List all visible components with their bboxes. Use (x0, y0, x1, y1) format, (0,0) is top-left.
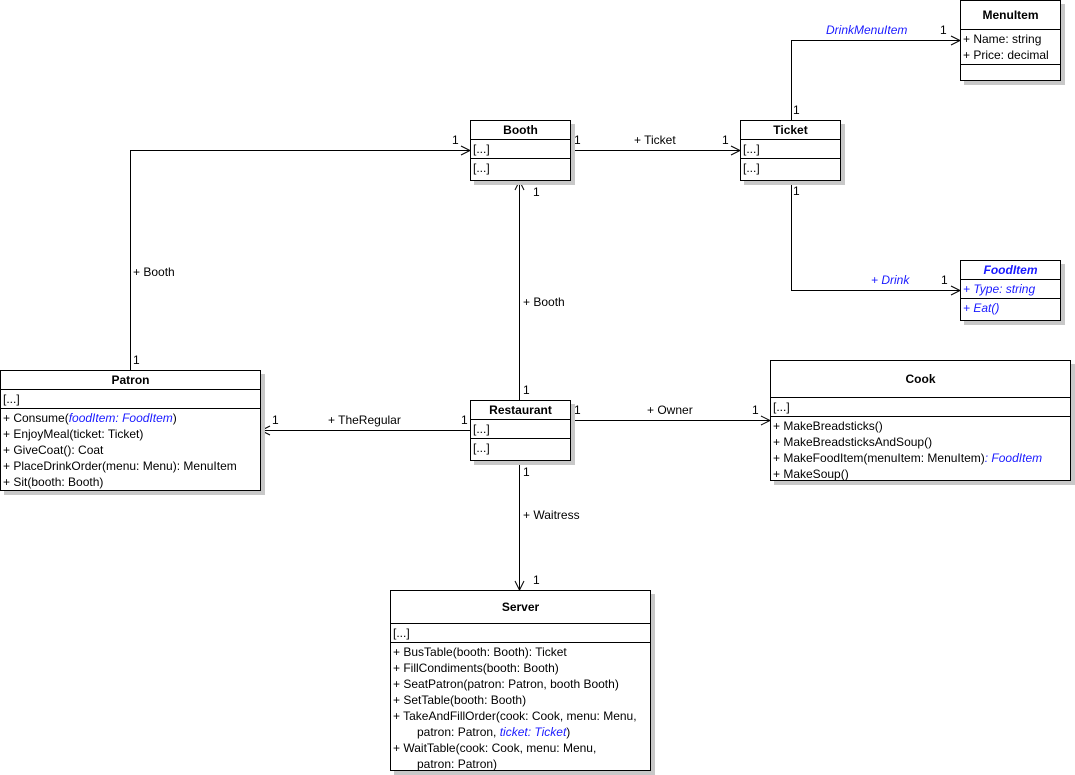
operations-section: [...] (471, 159, 570, 177)
attribute: [...] (3, 392, 20, 406)
operation: + MakeSoup() (773, 467, 849, 481)
attribute: + Name: string (963, 32, 1042, 46)
role-label: + Ticket (634, 133, 676, 147)
attributes-section: [...] (471, 420, 570, 439)
assoc-ticket-menuitem-line[interactable] (791, 40, 961, 121)
attributes-section: [...] (771, 398, 1070, 417)
attributes-section: [...] (391, 624, 650, 643)
operations-section: + Consume(foodItem: FoodItem) + EnjoyMea… (1, 409, 260, 491)
operation: [...] (473, 161, 490, 175)
attribute: [...] (473, 422, 490, 436)
operation: + SetTable(booth: Booth) (393, 693, 527, 707)
operation: + MakeBreadsticksAndSoup() (773, 435, 933, 449)
class-name: Booth (471, 121, 570, 140)
multiplicity-label: 1 (533, 573, 540, 587)
class-name: MenuItem (961, 1, 1060, 30)
role-label: DrinkMenuItem (826, 23, 908, 37)
attribute: [...] (773, 400, 790, 414)
class-cook[interactable]: Cook [...] + MakeBreadsticks() + MakeBre… (770, 360, 1071, 481)
attribute: [...] (393, 626, 410, 640)
role-label: + Booth (523, 295, 565, 309)
operation: + Consume(foodItem: FoodItem) (3, 411, 177, 425)
attribute: [...] (743, 142, 760, 156)
operation: [...] (743, 161, 760, 175)
class-name: Cook (771, 361, 1070, 398)
class-server[interactable]: Server [...] + BusTable(booth: Booth): T… (390, 590, 651, 771)
operation: + SeatPatron(patron: Patron, booth Booth… (393, 677, 619, 691)
operation: + MakeBreadsticks() (773, 419, 883, 433)
operation: + MakeFoodItem(menuItem: MenuItem): Food… (773, 451, 1043, 465)
multiplicity-label: 1 (793, 103, 800, 117)
multiplicity-label: 1 (940, 23, 947, 37)
role-label: + Waitress (523, 508, 580, 522)
operation: + BusTable(booth: Booth): Ticket (393, 645, 567, 659)
operation: + WaitTable(cook: Cook, menu: Menu, (393, 741, 597, 755)
class-patron[interactable]: Patron [...] + Consume(foodItem: FoodIte… (0, 370, 261, 491)
multiplicity-label: 1 (523, 383, 530, 397)
multiplicity-label: 1 (533, 185, 540, 199)
arrowhead-icon (514, 179, 525, 191)
attribute: + Type: string (963, 282, 1036, 296)
operations-section: + MakeBreadsticks() + MakeBreadsticksAnd… (771, 417, 1070, 483)
class-name: Server (391, 591, 650, 624)
operations-section: [...] (741, 159, 840, 177)
multiplicity-label: 1 (752, 403, 759, 417)
operation: + GiveCoat(): Coat (3, 443, 104, 457)
operations-section: [...] (471, 439, 570, 457)
role-label: + Drink (871, 273, 910, 287)
class-fooditem[interactable]: FoodItem + Type: string + Eat() (960, 260, 1061, 321)
multiplicity-label: 1 (941, 273, 948, 287)
operation: + FillCondiments(booth: Booth) (393, 661, 559, 675)
class-restaurant[interactable]: Restaurant [...] [...] (470, 400, 571, 461)
multiplicity-label: 1 (133, 353, 140, 367)
attributes-section: + Name: string + Price: decimal (961, 30, 1060, 65)
class-name: Patron (1, 371, 260, 390)
class-name: Ticket (741, 121, 840, 140)
operations-section: + BusTable(booth: Booth): Ticket + FillC… (391, 643, 650, 773)
multiplicity-label: 1 (793, 184, 800, 198)
class-name: Restaurant (471, 401, 570, 420)
role-label: + Owner (647, 403, 693, 417)
multiplicity-label: 1 (722, 133, 729, 147)
attributes-section: [...] (471, 140, 570, 159)
attributes-section: + Type: string (961, 280, 1060, 299)
operation-continuation: patron: Patron) (417, 757, 498, 771)
class-booth[interactable]: Booth [...] [...] (470, 120, 571, 181)
operation: + EnjoyMeal(ticket: Ticket) (3, 427, 144, 441)
multiplicity-label: 1 (574, 133, 581, 147)
attributes-section: [...] (1, 390, 260, 409)
multiplicity-label: 1 (574, 403, 581, 417)
role-label: + Booth (133, 265, 175, 279)
operations-section (961, 65, 1060, 81)
class-ticket[interactable]: Ticket [...] [...] (740, 120, 841, 181)
role-label: + TheRegular (328, 413, 401, 427)
operation: [...] (473, 441, 490, 455)
multiplicity-label: 1 (523, 465, 530, 479)
operation: + Eat() (963, 301, 1000, 315)
class-menuitem[interactable]: MenuItem + Name: string + Price: decimal (960, 0, 1061, 81)
multiplicity-label: 1 (461, 413, 468, 427)
attribute: [...] (473, 142, 490, 156)
assoc-ticket-fooditem-line[interactable] (791, 181, 961, 291)
multiplicity-label: 1 (272, 413, 279, 427)
attributes-section: [...] (741, 140, 840, 159)
class-name: FoodItem (961, 261, 1060, 280)
attribute: + Price: decimal (963, 48, 1049, 62)
assoc-patron-booth-line[interactable] (130, 150, 471, 371)
operation-continuation: patron: Patron, ticket: Ticket) (417, 725, 571, 739)
operation: + Sit(booth: Booth) (3, 475, 104, 489)
multiplicity-label: 1 (452, 133, 459, 147)
operation: + PlaceDrinkOrder(menu: Menu): MenuItem (3, 459, 237, 473)
arrowhead-icon (259, 425, 271, 436)
operation: + TakeAndFillOrder(cook: Cook, menu: Men… (393, 709, 637, 723)
operations-section: + Eat() (961, 299, 1060, 317)
